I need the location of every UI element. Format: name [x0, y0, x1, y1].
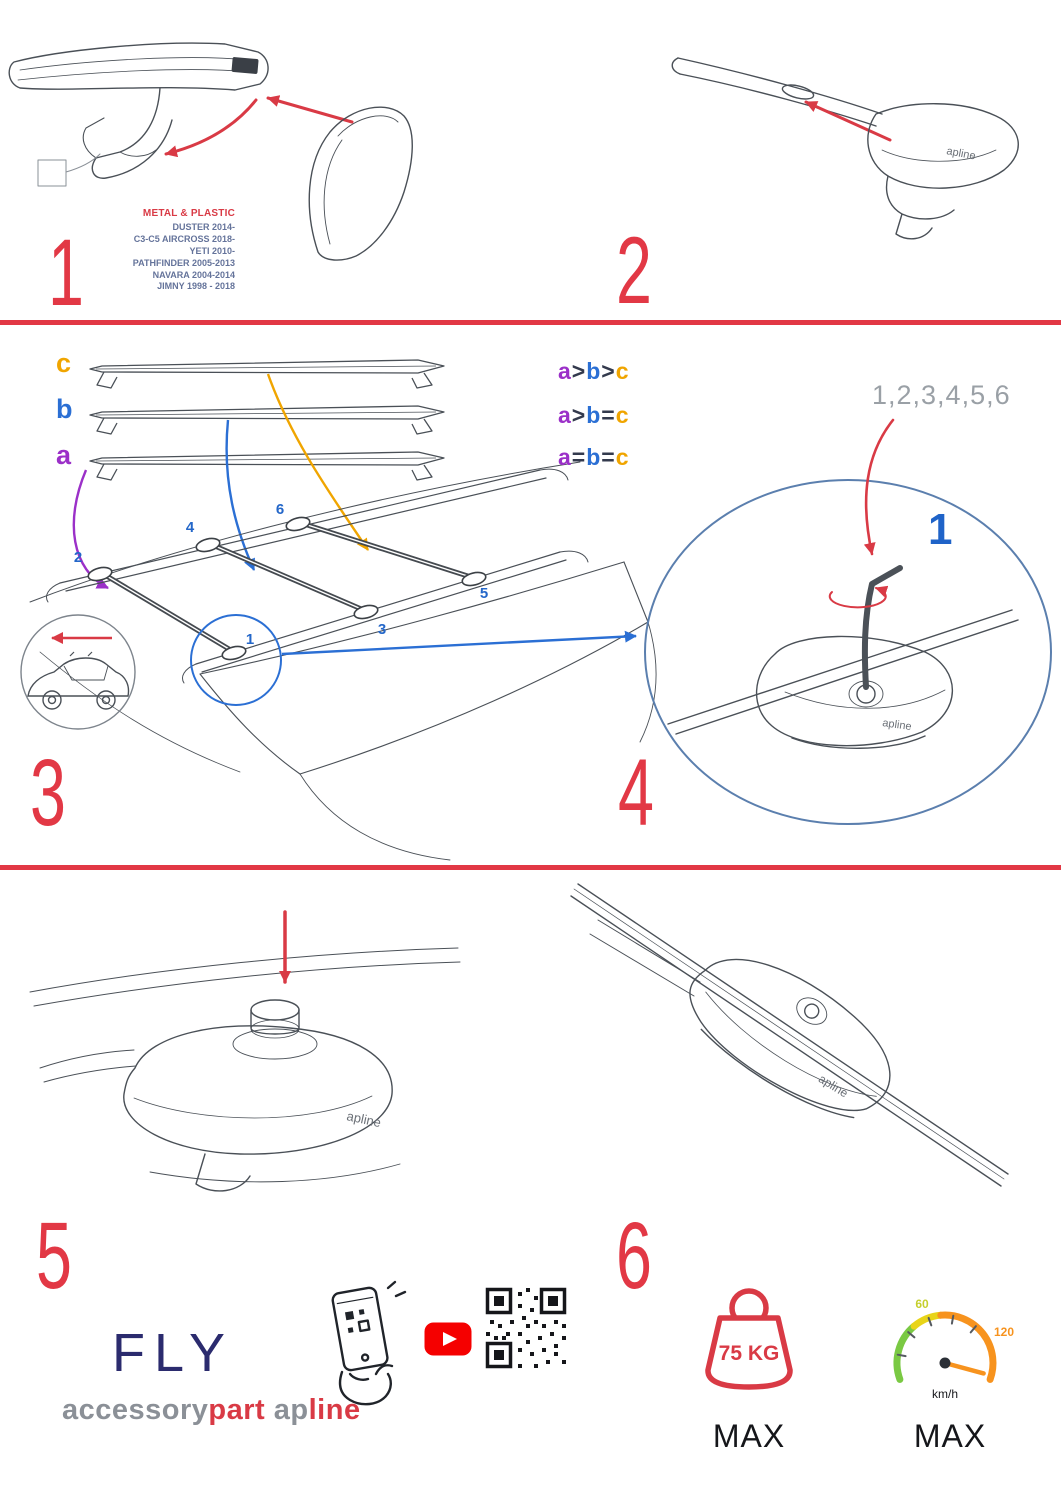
speed-tick-60: 60	[915, 1297, 929, 1311]
speedometer-icon: 60 120 km/h	[893, 1297, 1014, 1401]
car-roof-top-view	[29, 461, 657, 861]
cmp3-a: a	[558, 444, 572, 470]
car-inset	[20, 614, 136, 730]
comparison-row-2: a>b=c	[558, 404, 630, 427]
gauge-needle	[942, 1360, 986, 1376]
step5-knob-press-drawing: apline	[29, 910, 461, 1192]
cmp2-c: c	[615, 402, 630, 428]
step6-number: 6	[616, 1203, 652, 1309]
comparison-row-3: a=b=c	[558, 446, 630, 469]
allen-key	[861, 565, 903, 690]
apline-logo-on-foot: apline	[945, 145, 976, 162]
cmp2-b: b	[586, 402, 602, 428]
position-numbers: 2 4 6 1 3 5	[74, 501, 488, 648]
bar-label-a: a	[56, 440, 72, 470]
cmp3-op1: =	[571, 444, 587, 470]
model-line: DUSTER 2014-	[172, 222, 235, 232]
cmp1-op1: >	[571, 358, 587, 384]
cmp1-b: b	[586, 358, 602, 384]
sequence-arrow	[863, 418, 895, 556]
comparison-row-1: a>b>c	[558, 360, 630, 383]
cmp3-op2: =	[601, 444, 616, 470]
section-divider-2	[0, 865, 1061, 870]
step1-foot-assembly-drawing	[8, 42, 413, 261]
position-1: 1	[246, 631, 254, 648]
section-divider-1	[0, 320, 1061, 325]
product-name: FLY	[112, 1323, 235, 1383]
model-line: JIMNY 1998 - 2018	[157, 281, 235, 292]
qr-code	[485, 1287, 567, 1369]
bar-label-b: b	[56, 394, 73, 424]
brand-wordmark: accessorypart apline	[62, 1396, 361, 1425]
cmp2-op2: =	[601, 402, 616, 428]
speed-max-label: MAX	[913, 1418, 987, 1454]
apline-badge	[231, 57, 259, 74]
step4-magnified-view: apline	[644, 418, 1052, 825]
cmp1-op2: >	[601, 358, 616, 384]
cmp1-c: c	[615, 358, 630, 384]
top-section-art: apline	[8, 42, 1019, 261]
step3-number: 3	[30, 740, 66, 846]
weight-max-label: MAX	[712, 1418, 786, 1454]
bar-position-curves	[72, 373, 369, 590]
position-3: 3	[378, 621, 386, 638]
highlight-circle-position1	[190, 614, 282, 706]
model-line: C3-C5 AIRCROSS 2018-	[133, 233, 235, 244]
sequence-first-number: 1	[928, 505, 953, 554]
apline-logo-on-foot: apline	[816, 1072, 851, 1101]
model-line: PATHFINDER 2005-2013	[132, 257, 235, 268]
tightening-sequence: 1,2,3,4,5,6	[872, 380, 1011, 410]
brand-ap: ap	[273, 1394, 309, 1426]
speed-tick-120: 120	[994, 1325, 1014, 1339]
position-6: 6	[276, 501, 284, 518]
step4-number: 4	[618, 740, 654, 846]
brand-accessory: accessory	[62, 1394, 209, 1426]
position-2: 2	[74, 549, 82, 566]
brand-part: part	[208, 1394, 266, 1426]
step1-number: 1	[48, 220, 84, 326]
apline-logo-on-foot: apline	[882, 717, 913, 733]
mounted-crossbars	[87, 516, 487, 661]
step5-number: 5	[36, 1203, 72, 1309]
weight-limit-icon: 75 KG	[705, 1288, 793, 1390]
model-line: YETI 2010-	[189, 245, 235, 256]
apline-logo-on-foot: apline	[345, 1108, 382, 1130]
step2-bar-end-drawing: apline	[671, 57, 1019, 240]
cmp3-b: b	[586, 444, 602, 470]
weight-value: 75 KG	[719, 1342, 780, 1365]
position-5: 5	[480, 585, 488, 602]
red-arrows-step1	[164, 95, 354, 158]
rotation-arrow	[828, 585, 889, 609]
model-line: NAVARA 2004-2014	[152, 269, 235, 280]
middle-section-art: 2 4 6 1 3 5	[20, 359, 1052, 861]
cmp2-op1: >	[571, 402, 587, 428]
material-label: METAL & PLASTIC	[142, 208, 235, 219]
leader-bracket	[37, 153, 101, 187]
bar-label-c: c	[56, 348, 72, 378]
red-arrow-step2	[804, 100, 892, 142]
bottom-section-art: apline apline	[29, 883, 1009, 1192]
loose-bars-cba	[89, 359, 445, 481]
youtube-icon	[424, 1322, 472, 1356]
compatible-models-list: DUSTER 2014- C3-C5 AIRCROSS 2018- YETI 2…	[80, 222, 235, 293]
position-4: 4	[186, 519, 195, 536]
step6-mounted-foot-drawing: apline	[570, 883, 1009, 1187]
blue-arrow-to-detail	[281, 630, 637, 656]
cmp3-c: c	[615, 444, 630, 470]
plastic-cover-piece	[308, 106, 413, 261]
phone-scan-icon	[331, 1280, 407, 1406]
step2-number: 2	[616, 218, 652, 324]
speed-unit: km/h	[932, 1387, 958, 1401]
cmp2-a: a	[558, 402, 572, 428]
cmp1-a: a	[558, 358, 572, 384]
